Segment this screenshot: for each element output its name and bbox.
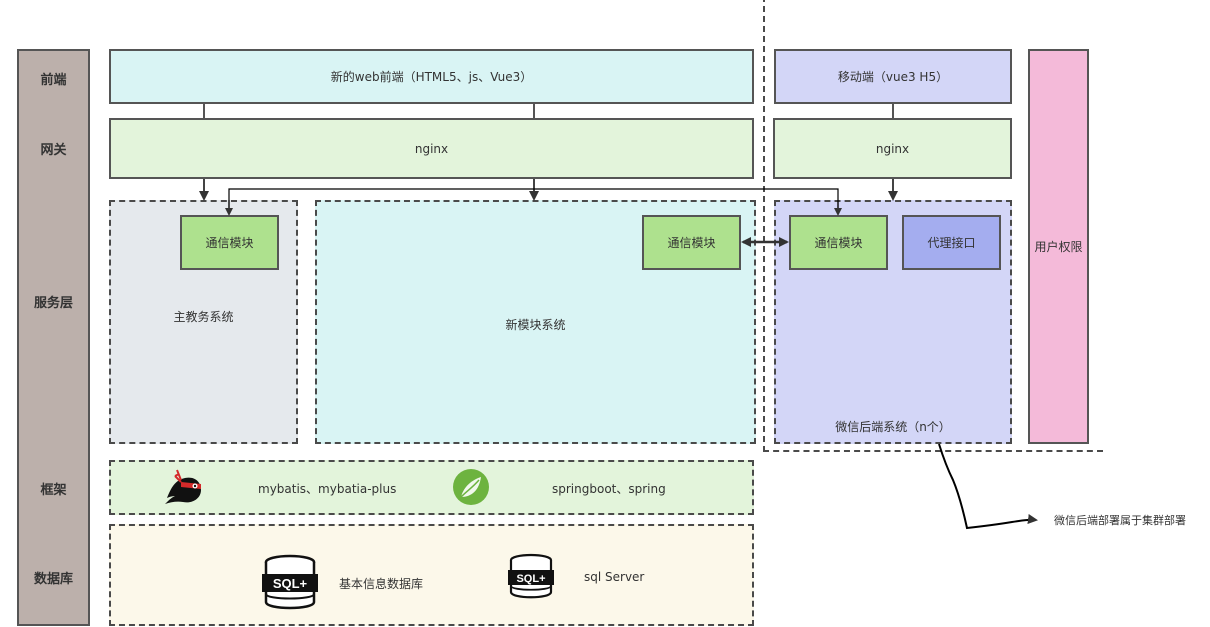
main-nginx-label: nginx — [414, 141, 449, 156]
sqlserver-icon-text: SQL+ — [516, 573, 545, 585]
framework-box: mybatis、mybatia-plus springboot、spring — [109, 460, 754, 515]
mybatis-label: mybatis、mybatia-plus — [258, 482, 397, 496]
web-frontend-label: 新的web前端（HTML5、js、Vue3） — [330, 70, 533, 84]
sqlserver-sql-icon: SQL+ — [508, 553, 554, 599]
layer-label-gateway: 网关 — [40, 143, 67, 158]
spring-logo-icon — [453, 469, 489, 505]
annotation-arrow — [938, 443, 1038, 530]
mobile-frontend-label: 移动端（vue3 H5） — [837, 70, 949, 84]
user-permission-label: 用户权限 — [1034, 240, 1083, 254]
mobile-nginx-label: nginx — [875, 141, 910, 156]
web-frontend-box: 新的web前端（HTML5、js、Vue3） — [109, 49, 754, 104]
user-permission-box: 用户权限 — [1028, 49, 1089, 444]
basic-db-icon-text: SQL+ — [273, 576, 308, 591]
main-nginx-box: nginx — [109, 118, 754, 179]
new-module-comm-module: 通信模块 — [642, 215, 741, 270]
main-system-comm-module-label: 通信模块 — [205, 236, 254, 250]
new-module-system-label: 新模块系统 — [505, 318, 566, 332]
mybatis-logo-icon — [165, 469, 201, 504]
sqlserver-label: sql Server — [584, 570, 645, 584]
layer-label-framework: 框架 — [40, 483, 67, 498]
new-module-comm-module-label: 通信模块 — [667, 236, 716, 250]
main-system-label: 主教务系统 — [173, 310, 234, 324]
basic-db-sql-icon: SQL+ — [262, 554, 318, 610]
layer-label-frontend: 前端 — [40, 73, 67, 88]
mobile-frontend-box: 移动端（vue3 H5） — [774, 49, 1012, 104]
wechat-comm-module: 通信模块 — [789, 215, 888, 270]
database-box: SQL+ 基本信息数据库 SQL+ sql Server — [109, 524, 754, 626]
layer-bar: 前端 网关 服务层 框架 数据库 — [17, 49, 90, 626]
layer-label-database: 数据库 — [33, 572, 73, 587]
main-system-comm-module: 通信模块 — [180, 215, 279, 270]
wechat-proxy-interface: 代理接口 — [902, 215, 1001, 270]
mobile-nginx-box: nginx — [773, 118, 1012, 179]
wechat-comm-module-label: 通信模块 — [814, 236, 863, 250]
cluster-annotation: 微信后端部署属于集群部署 — [1054, 514, 1186, 527]
wechat-cluster-boundary — [763, 0, 1103, 452]
wechat-backend-label: 微信后端系统（n个） — [835, 420, 951, 434]
spring-label: springboot、spring — [552, 482, 666, 496]
basic-db-label: 基本信息数据库 — [339, 577, 424, 591]
wechat-proxy-interface-label: 代理接口 — [927, 236, 976, 250]
layer-label-service: 服务层 — [33, 296, 73, 311]
